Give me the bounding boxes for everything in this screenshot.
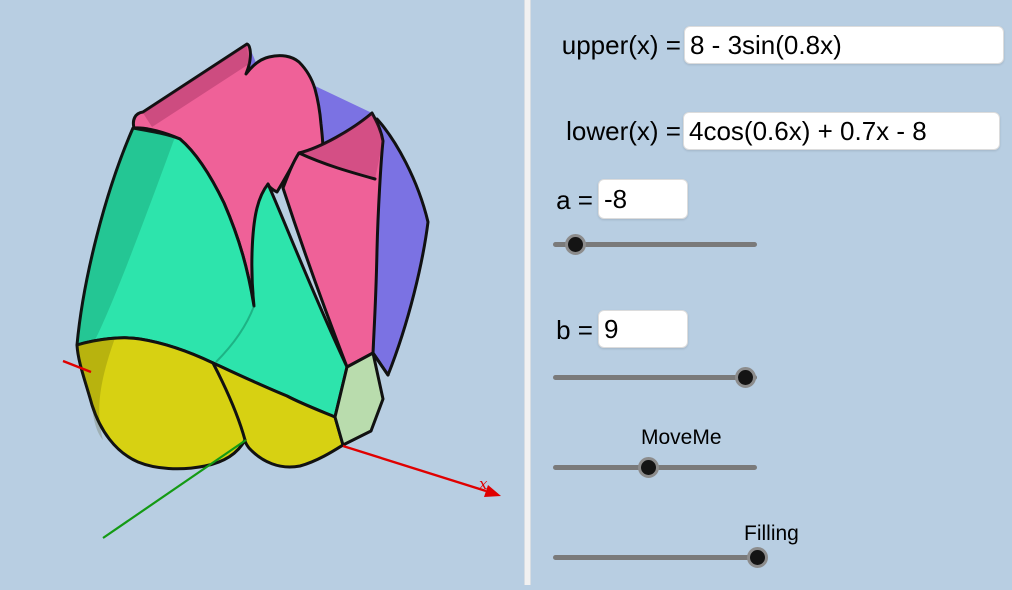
- b-slider-thumb[interactable]: [735, 367, 757, 388]
- b-slider-track[interactable]: [553, 375, 757, 380]
- x-axis-arrowhead: [484, 485, 501, 497]
- lower-function-label: lower(x) =: [566, 116, 681, 146]
- x-axis-label: x: [479, 475, 488, 493]
- solid-bottom-crease: [211, 361, 247, 442]
- graphics-3d-view[interactable]: x: [0, 0, 524, 585]
- solid-front-valley-crease: [215, 305, 255, 363]
- upper-function-label: upper(x) =: [561, 30, 681, 60]
- solid-front-left-shade: [77, 128, 175, 345]
- filling-slider-label: Filling: [744, 522, 799, 545]
- moveme-slider-thumb[interactable]: [637, 457, 659, 478]
- a-slider-track[interactable]: [553, 242, 757, 247]
- solid-face-bottom: [75, 336, 345, 471]
- filling-slider-track[interactable]: [553, 555, 757, 560]
- upper-function-input[interactable]: [684, 26, 1004, 64]
- x-axis-line-right: [342, 444, 487, 493]
- a-value-input[interactable]: [598, 179, 688, 219]
- filling-slider: [553, 547, 768, 568]
- x-axis-line-left: [62, 359, 92, 374]
- a-value-label: a =: [556, 185, 593, 215]
- y-axis-line: [102, 439, 247, 539]
- solid-bottom-left-shade: [77, 338, 115, 440]
- b-slider: [553, 367, 757, 388]
- a-slider-thumb[interactable]: [564, 234, 586, 255]
- solid-face-top-sheet-2-fold-shade: [299, 113, 383, 179]
- solid-face-end-cap: [333, 351, 385, 447]
- panel-divider[interactable]: [524, 0, 531, 585]
- a-slider: [553, 234, 757, 255]
- control-panel: upper(x) = lower(x) = a = b = MoveMe Fil…: [531, 0, 1012, 585]
- solid-edge-purple-tip: [371, 351, 390, 377]
- filling-slider-thumb[interactable]: [746, 547, 768, 568]
- solid-edge-top-fold: [297, 151, 377, 181]
- b-value-label: b =: [556, 315, 593, 345]
- lower-function-input[interactable]: [683, 112, 1000, 150]
- b-value-input[interactable]: [598, 310, 688, 348]
- moveme-slider-label: MoveMe: [641, 426, 722, 449]
- solid-face-top-sheet-1-fold-shade: [143, 45, 249, 127]
- moveme-slider: [553, 457, 757, 478]
